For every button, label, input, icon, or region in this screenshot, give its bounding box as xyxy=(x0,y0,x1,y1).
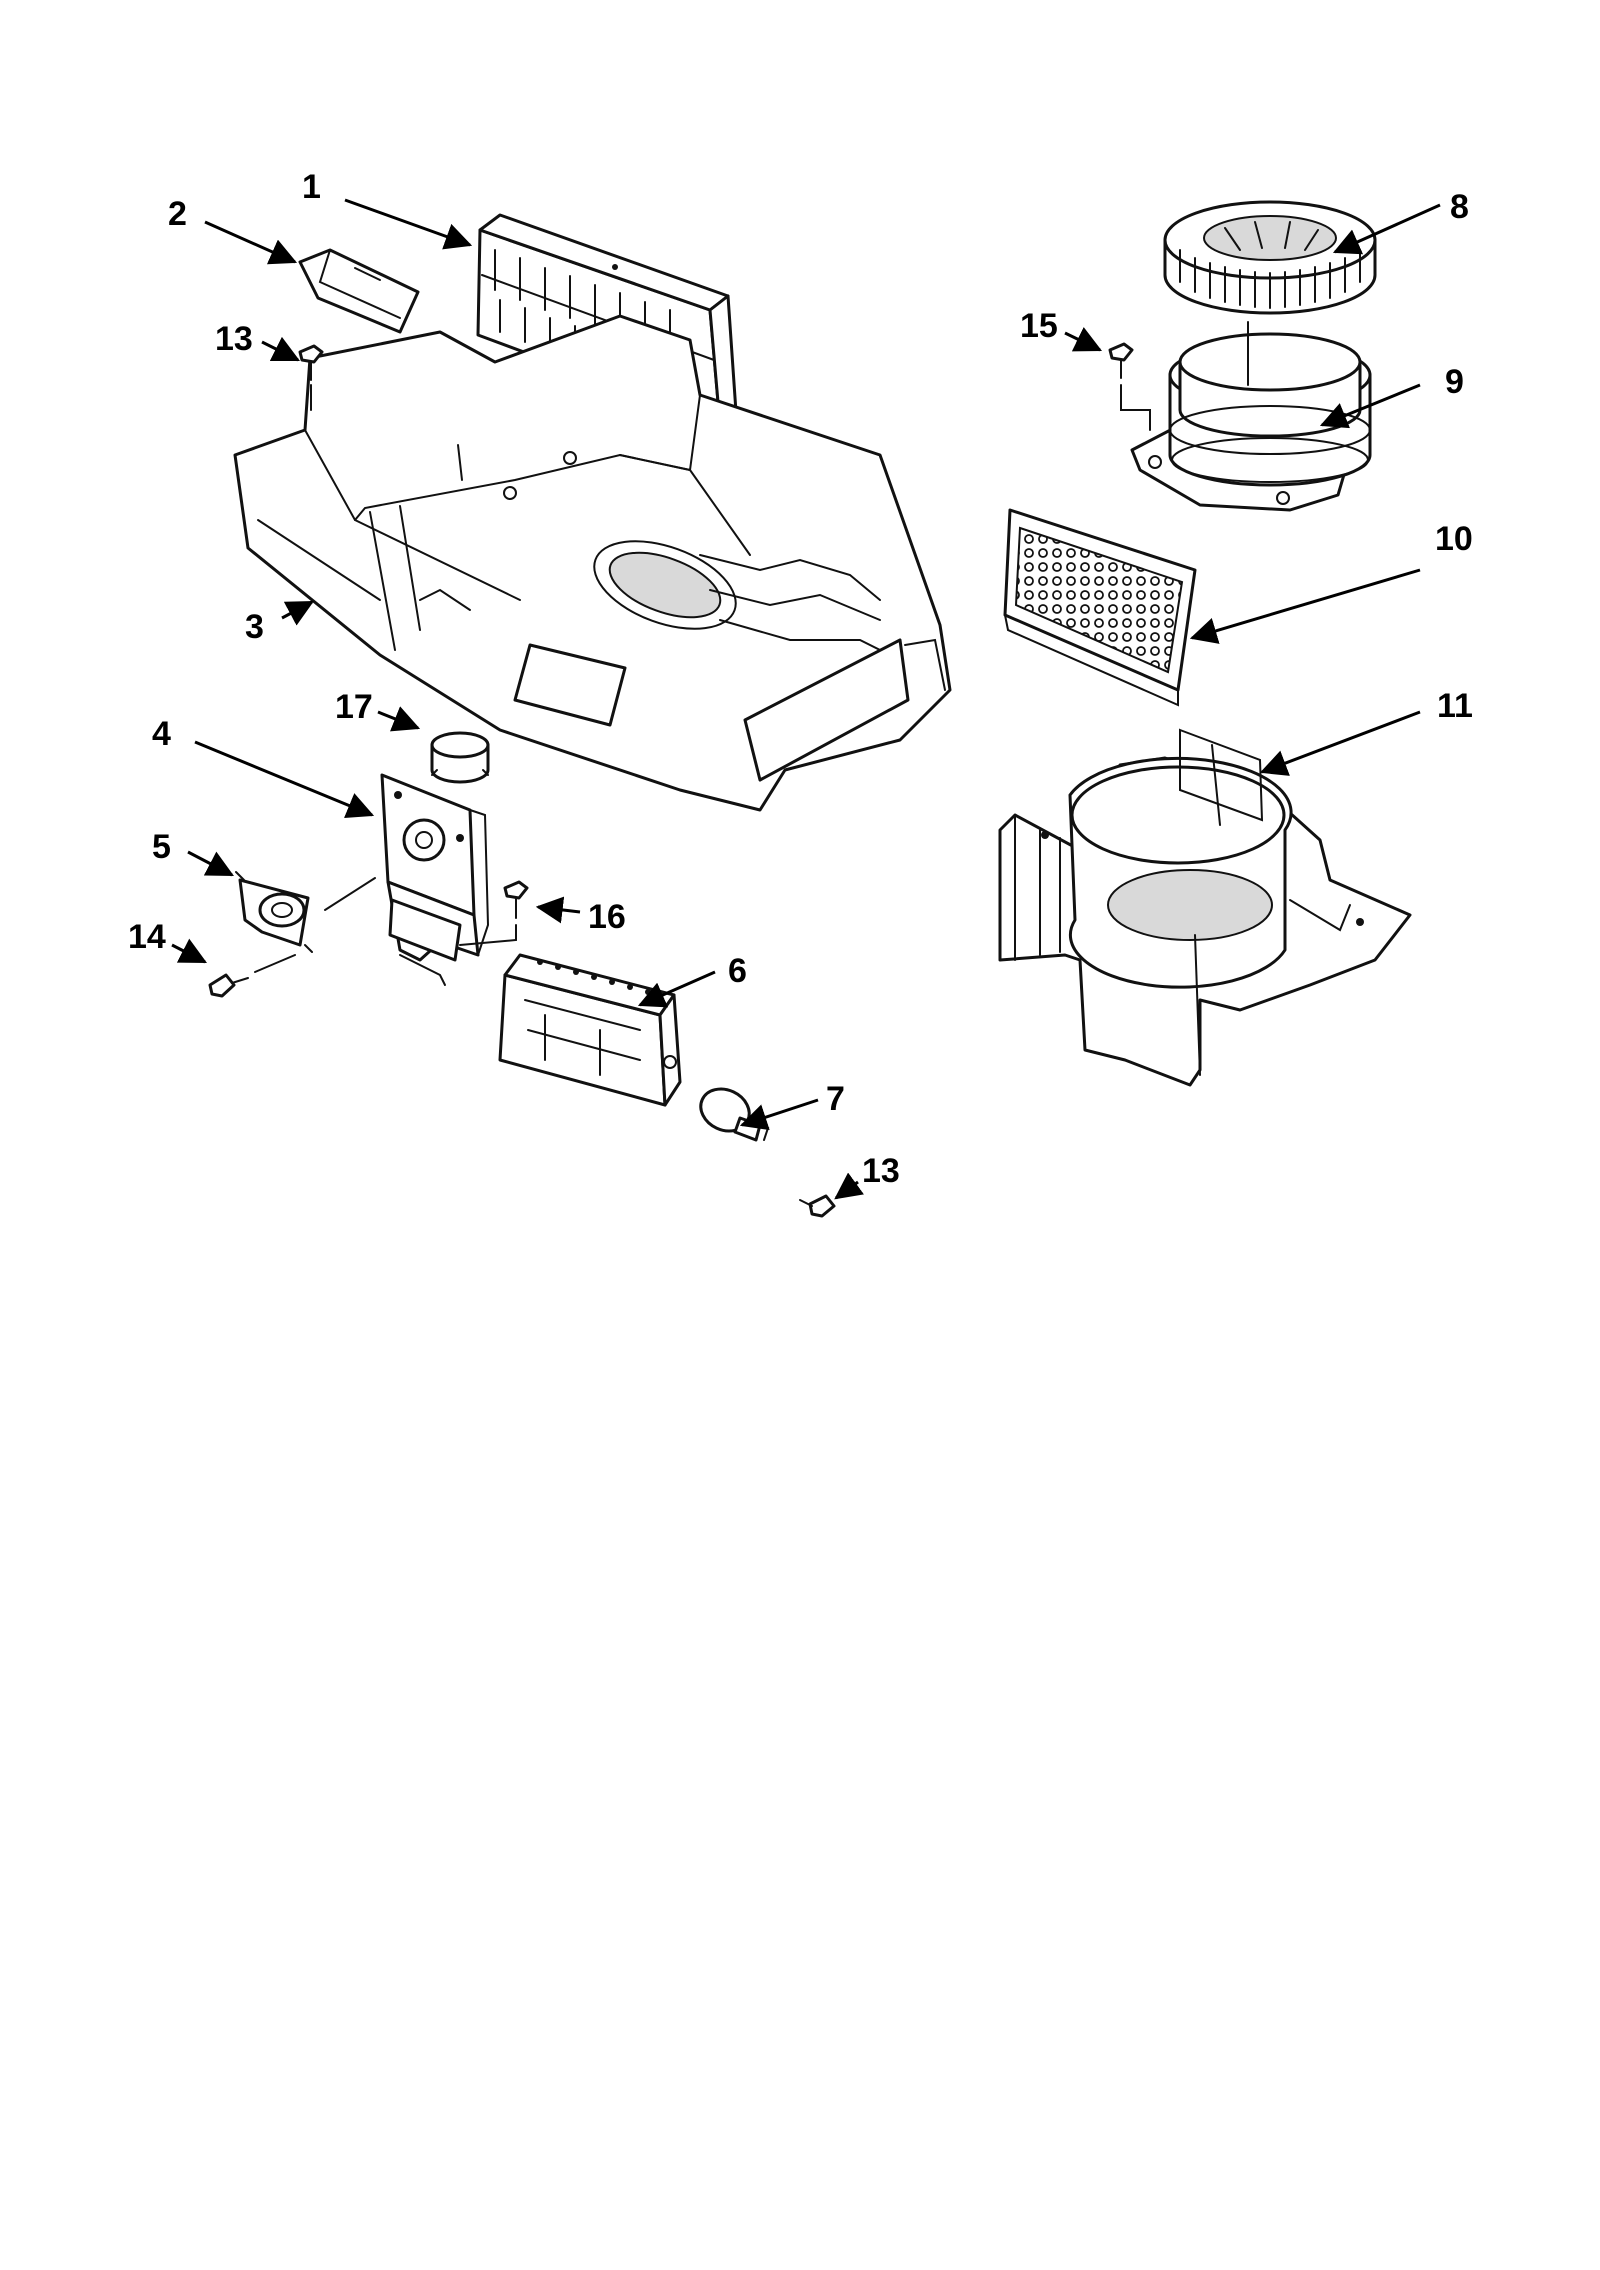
leader-17 xyxy=(377,706,421,732)
callout-16: 16 xyxy=(588,898,626,936)
leader-15 xyxy=(1064,327,1103,352)
leader-8 xyxy=(1332,203,1441,255)
screw-14 xyxy=(208,954,296,998)
part-3-duct-housing xyxy=(233,314,952,812)
callout-11: 11 xyxy=(1437,687,1473,725)
leader-2 xyxy=(204,220,298,265)
part-4-motor-bracket xyxy=(380,773,490,986)
leader-13b xyxy=(834,1172,864,1200)
screw-13-upper xyxy=(298,344,324,411)
callout-6: 6 xyxy=(728,952,747,990)
leader-10 xyxy=(1189,568,1421,644)
leader-6 xyxy=(637,970,716,1008)
leader-16 xyxy=(535,896,581,924)
leader-4 xyxy=(194,740,375,819)
leader-13a xyxy=(261,336,301,362)
part-17-thermal-cutout xyxy=(430,731,490,784)
screw-13-lower xyxy=(799,1194,836,1218)
callout-15: 15 xyxy=(1020,307,1058,345)
callout-5: 5 xyxy=(152,828,171,866)
leader-14 xyxy=(171,938,208,964)
part-7-light-bulb xyxy=(699,1087,770,1142)
leader-11 xyxy=(1259,710,1421,776)
part-2-bracket xyxy=(298,248,420,334)
callout-3: 3 xyxy=(245,608,264,646)
leader-3 xyxy=(281,600,314,626)
part-6-lamp-housing xyxy=(498,953,682,1107)
callout-4: 4 xyxy=(152,715,171,753)
callout-9: 9 xyxy=(1445,363,1464,401)
leader-1 xyxy=(344,198,473,250)
screw-16 xyxy=(459,880,529,946)
part-9-motor xyxy=(1130,321,1372,512)
callout-13-lower: 13 xyxy=(862,1152,900,1190)
part-5-thermostat xyxy=(235,871,376,953)
callout-14: 14 xyxy=(128,918,166,956)
part-10-grille xyxy=(1003,508,1197,707)
part-8-blower-wheel xyxy=(1163,200,1377,315)
callout-17: 17 xyxy=(335,688,373,726)
leader-9 xyxy=(1319,383,1421,429)
part-11-fan-shroud xyxy=(998,728,1412,1087)
screw-15 xyxy=(1108,342,1151,431)
leader-7 xyxy=(739,1098,819,1131)
leader-5 xyxy=(187,850,234,877)
callout-8: 8 xyxy=(1450,188,1469,226)
callout-1: 1 xyxy=(302,168,321,206)
callout-13-upper: 13 xyxy=(215,320,253,358)
callout-7: 7 xyxy=(826,1080,845,1118)
leader-lines xyxy=(171,198,1441,1200)
callout-10: 10 xyxy=(1435,520,1473,558)
callout-2: 2 xyxy=(168,195,187,233)
callout-labels: 1 2 3 4 5 6 7 8 9 10 11 13 13 14 15 16 1… xyxy=(128,168,1473,1190)
